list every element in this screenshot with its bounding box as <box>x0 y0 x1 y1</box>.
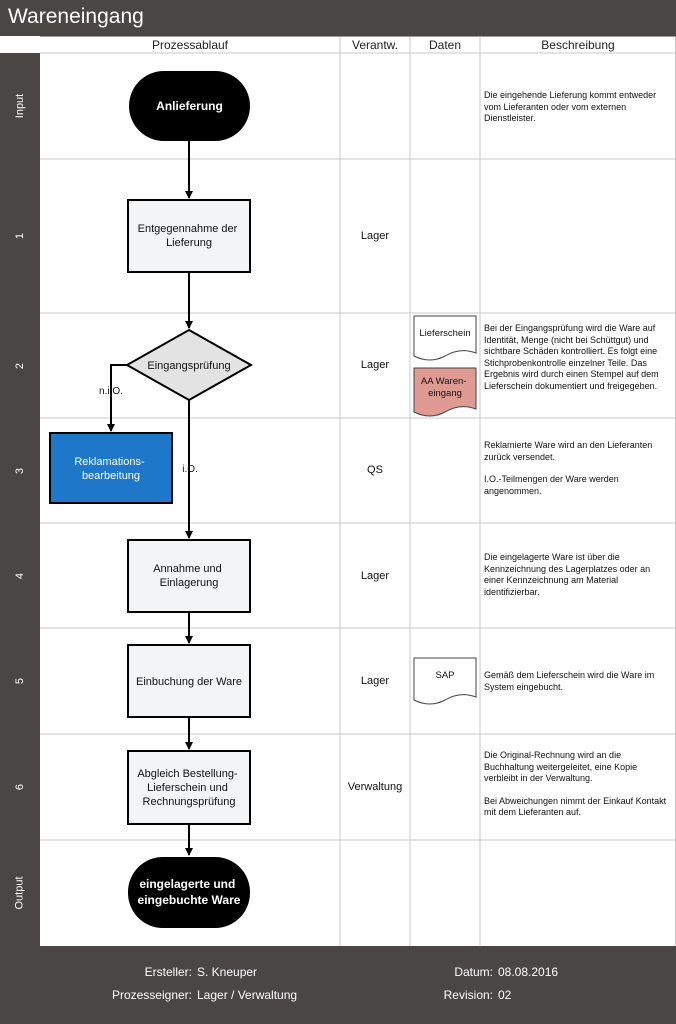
arrow-decision-nio <box>107 364 128 432</box>
start-terminal <box>129 71 250 141</box>
step6-box <box>127 750 251 825</box>
end-terminal <box>128 857 250 928</box>
complaint-box <box>49 432 173 504</box>
nio-label: n.i.O. <box>99 386 123 397</box>
footer: Ersteller: S. Kneuper Prozesseigner: Lag… <box>0 946 676 1024</box>
end-terminal-label: eingelagerte und eingebuchte Ware <box>138 877 241 907</box>
decision-diamond <box>124 328 254 402</box>
responsible-row-3: QS <box>367 464 383 476</box>
step1-box <box>127 199 251 273</box>
page-title: Wareneingang <box>8 5 144 28</box>
owner-value: Lager / Verwaltung <box>197 988 298 1002</box>
responsible-row-2: Lager <box>360 359 390 371</box>
description-row-6: Die Original-Rechnung wird an die Buchha… <box>484 750 667 817</box>
start-terminal-label: Anlieferung <box>156 99 223 113</box>
description-row-5: Gemäß dem Lieferschein wird die Ware im … <box>484 670 655 692</box>
document-sap-icon <box>413 657 477 705</box>
responsible-row-6: Verwaltung <box>347 781 403 793</box>
io-label: i.O. <box>182 464 198 475</box>
document-lieferschein-icon <box>413 315 477 361</box>
document-aa-wareneingang-icon <box>413 367 477 417</box>
document-aa-wareneingang-label: AA Waren- eingang <box>421 376 469 399</box>
row-label-sidebar <box>0 53 40 946</box>
date-value: 08.08.2016 <box>498 965 559 979</box>
creator-value: S. Kneuper <box>197 965 258 979</box>
header-data: Daten <box>428 38 462 52</box>
step5-box <box>127 644 251 718</box>
step4-label: Annahme und Einlagerung <box>153 563 225 589</box>
title-bar: Wareneingang <box>0 0 676 36</box>
description-row-2: Bei der Eingangsprüfung wird die Ware au… <box>484 323 659 391</box>
connectors <box>107 141 193 856</box>
document-sap-label: SAP <box>435 670 454 681</box>
header-responsible: Verantw. <box>351 38 399 52</box>
document-lieferschein-label: Lieferschein <box>419 328 470 339</box>
decision-label: Eingangsprüfung <box>147 360 230 372</box>
revision-label: Revision: <box>443 988 493 1002</box>
responsible-row-1: Lager <box>360 230 390 242</box>
description-row-3: Reklamierte Ware wird an den Lieferanten… <box>484 440 653 496</box>
step5-label: Einbuchung der Ware <box>136 676 242 688</box>
responsible-row-5: Lager <box>360 675 390 687</box>
owner-label: Prozesseigner: <box>111 988 192 1002</box>
step4-box <box>127 539 251 613</box>
description-row-4: Die eingelagerte Ware ist über die Kennz… <box>484 552 651 597</box>
date-label: Datum: <box>454 965 493 979</box>
header-description: Beschreibung <box>541 38 615 52</box>
step6-label: Abgleich Bestellung- Lieferschein und Re… <box>137 768 240 808</box>
creator-label: Ersteller: <box>144 965 192 979</box>
step1-label: Entgegennahme der Lieferung <box>138 223 241 249</box>
responsible-row-4: Lager <box>360 570 390 582</box>
header-process: Prozessablauf <box>151 38 229 52</box>
complaint-label: Reklamations- bearbeitung <box>74 456 147 482</box>
revision-value: 02 <box>498 988 512 1002</box>
description-input: Die eingehende Lieferung kommt entweder … <box>484 90 657 123</box>
